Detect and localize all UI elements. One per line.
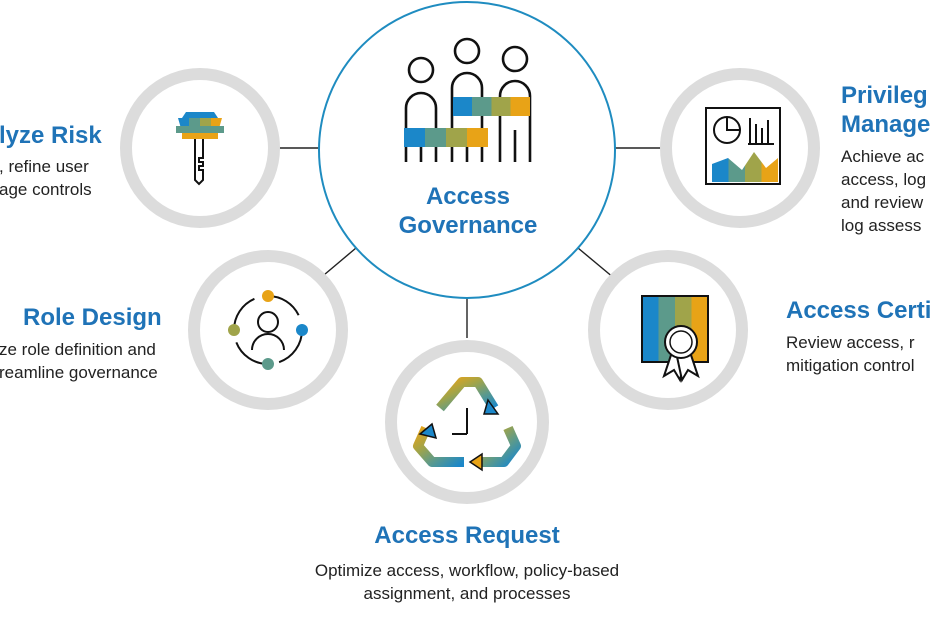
center-title-line2: Governance [398,212,538,239]
role-design-title: Role Design [23,304,162,331]
certificate-ribbon-icon [641,295,709,383]
privileged-desc-3: and review [841,193,924,212]
access-cert-desc-1: Review access, r [786,333,915,352]
access-cert-title: Access Certi [786,297,930,324]
access-cert-desc-2: mitigation control [786,356,915,375]
privileged-desc-1: Achieve ac [841,147,925,166]
access-request-desc-1: Optimize access, workflow, policy-based [314,561,620,580]
privileged-title-2: Manage [841,111,930,138]
role-design-desc-1: ze role definition and [0,340,156,359]
recycle-arrows-icon [413,377,521,472]
role-person-cycle-icon [228,290,308,370]
center-stripe-bottom [404,128,488,147]
center-title-line1: Access [425,183,511,210]
privileged-desc-2: access, log [841,170,927,189]
privileged-title-1: Privileg [841,82,928,109]
dashboard-charts-icon [705,107,781,185]
connector-lines [278,147,668,338]
center-stripe-top [453,97,530,116]
privileged-desc-4: log assess [841,216,922,235]
role-design-desc-2: reamline governance [0,363,158,382]
analyze-risk-desc-1: , refine user [0,157,89,176]
analyze-risk-title: lyze Risk [0,122,102,149]
key-icon [176,112,224,186]
center-title: Access Governance [360,182,576,240]
access-request-title: Access Request [374,522,560,549]
analyze-risk-desc-2: age controls [0,180,92,199]
access-request-desc-2: assignment, and processes [363,584,571,603]
